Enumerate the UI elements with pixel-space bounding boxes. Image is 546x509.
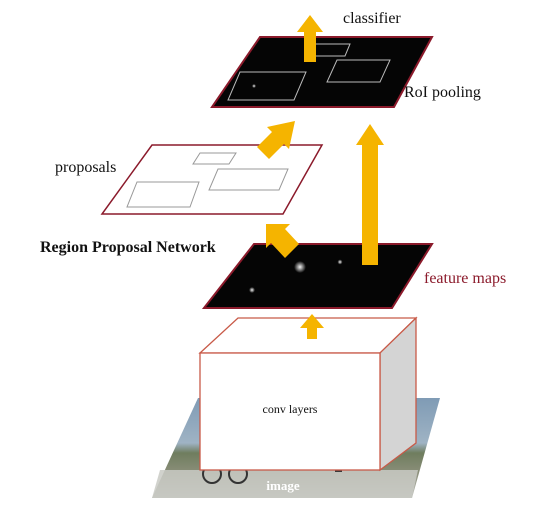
proposal-box (192, 152, 237, 165)
conv-layers-box: conv layers (198, 316, 418, 472)
arrow-up-icon (356, 124, 384, 265)
activation-spot (249, 287, 255, 293)
roi-pooling-surface (210, 36, 434, 108)
proposal-box (208, 168, 289, 191)
roi-pooling-plane: RoI pooling classifier (210, 10, 481, 108)
arrows (257, 15, 384, 339)
arrow-diagonal-icon (266, 224, 299, 258)
feature-maps-plane: feature maps (201, 243, 506, 309)
arrow-diagonal-icon (257, 121, 295, 159)
roi-box (227, 71, 307, 101)
arrow-up-icon (300, 314, 324, 339)
feature-maps-label: feature maps (424, 270, 506, 287)
conv-layers-label: conv layers (263, 402, 318, 416)
activation-spot (337, 259, 343, 265)
arrow-up-icon (297, 15, 323, 62)
image-road (152, 470, 418, 498)
activation-spot (294, 261, 306, 273)
activation-spot (252, 84, 256, 88)
feature-maps-surface (201, 243, 434, 309)
proposals-label: proposals (55, 159, 116, 176)
proposals-plane: proposals (55, 144, 324, 215)
rpn-label: Region Proposal Network (40, 239, 216, 256)
image-label: image (266, 478, 299, 493)
roi-box (326, 59, 391, 83)
conv-box-front (199, 352, 381, 471)
roi-pooling-label: RoI pooling (404, 84, 481, 101)
classifier-label: classifier (343, 10, 401, 27)
proposals-surface (100, 144, 324, 215)
proposal-box (126, 181, 200, 208)
